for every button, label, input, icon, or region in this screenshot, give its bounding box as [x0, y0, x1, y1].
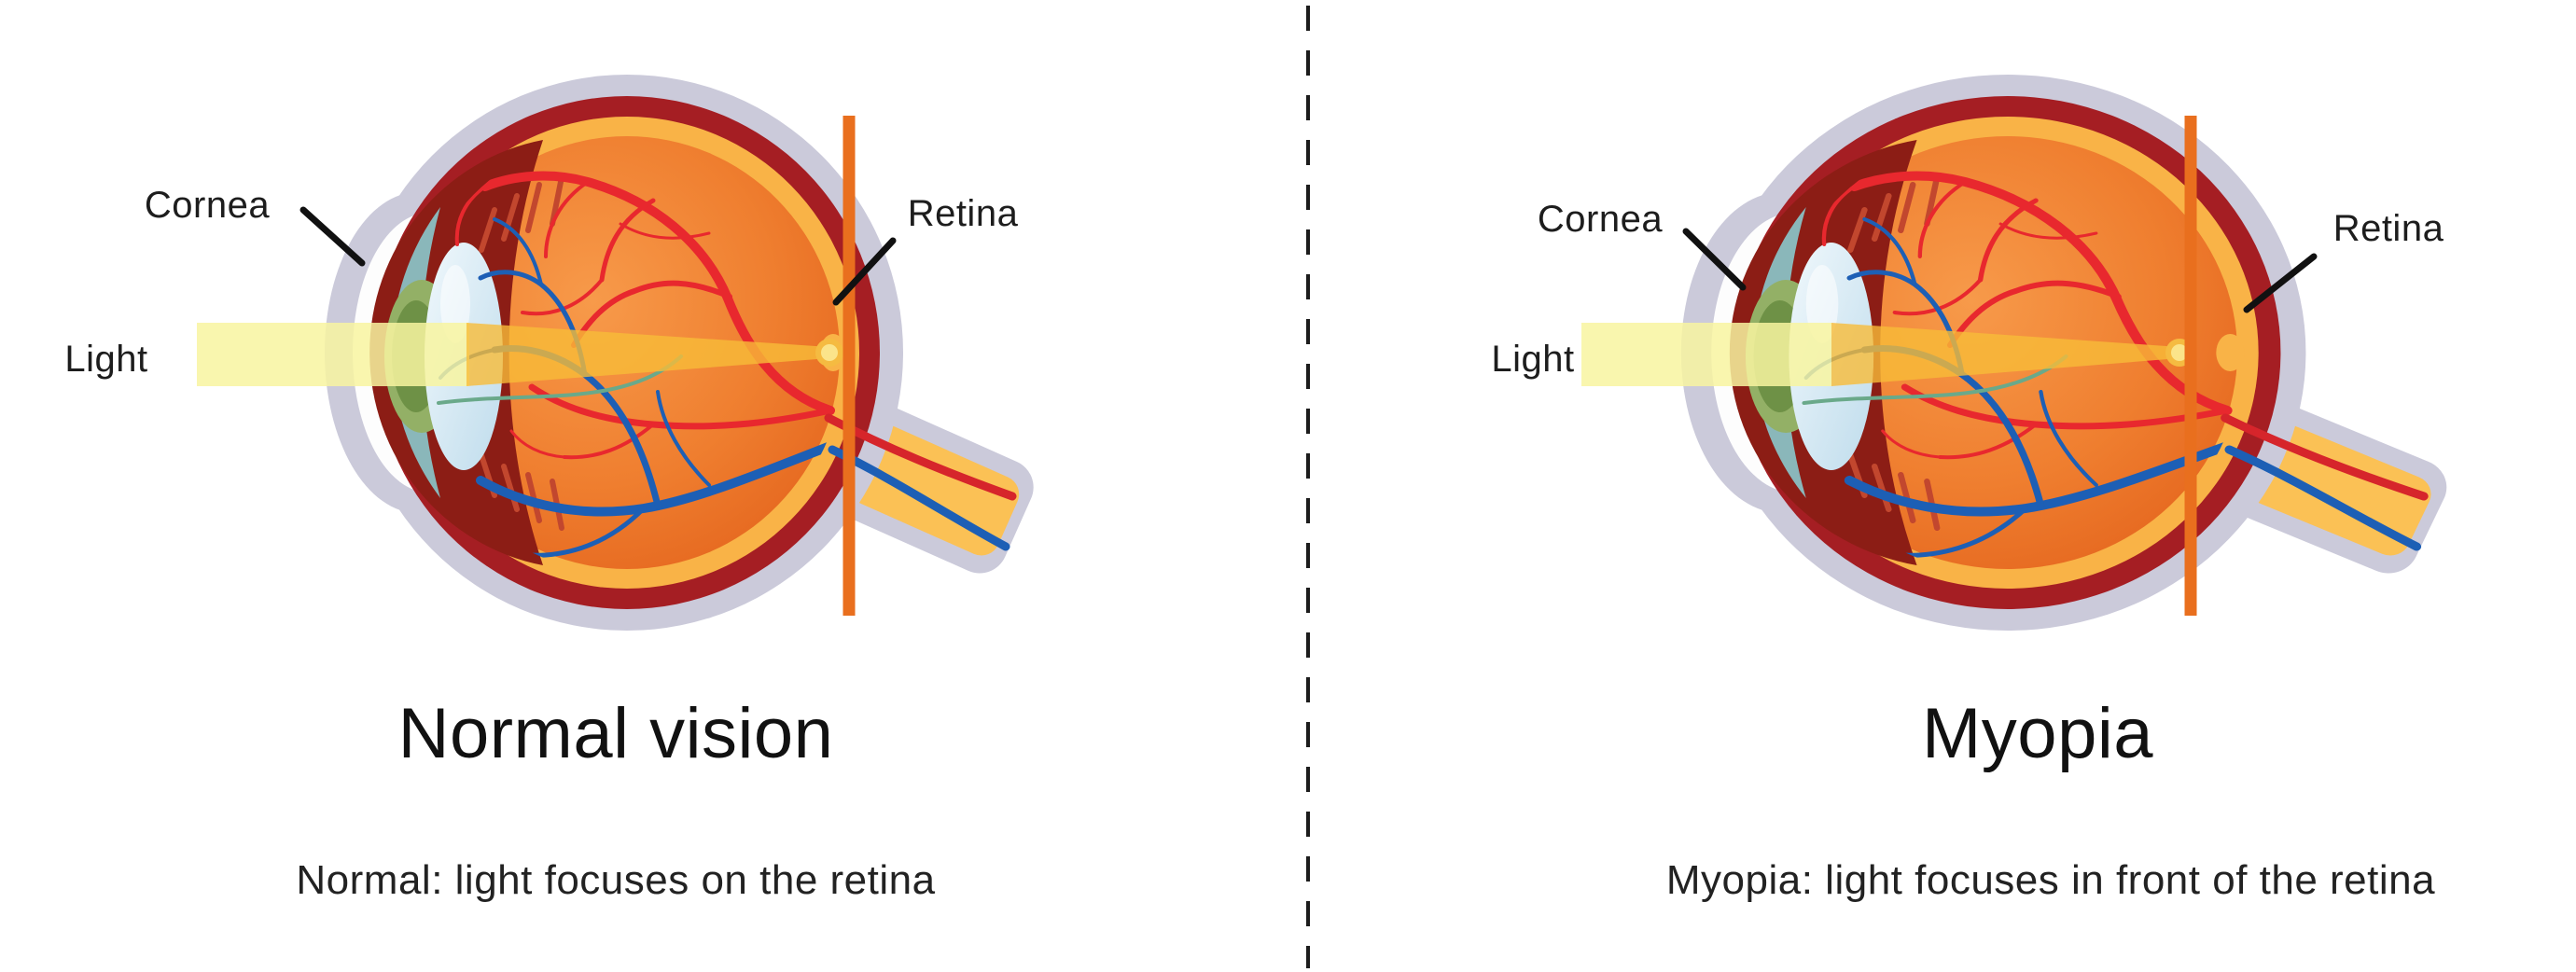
focus-cone-normal: [466, 323, 829, 386]
retina-pointer-left: [832, 237, 897, 306]
focal-point-core-normal: [821, 344, 838, 361]
light-label-right: Light: [1491, 339, 1574, 380]
cornea-pointer-left: [299, 206, 366, 267]
focal-point-core-myopia: [2171, 344, 2188, 361]
title-myopia: Myopia: [1922, 694, 2153, 773]
cornea-label-left: Cornea: [145, 185, 270, 226]
light-beam-myopia: [1581, 323, 1831, 386]
cornea-pointer-right: [1682, 228, 1747, 291]
retina-label-right: Retina: [2333, 208, 2444, 249]
cornea-label-right: Cornea: [1538, 199, 1663, 240]
retina-label-left: Retina: [908, 193, 1019, 234]
light-beam-normal: [197, 323, 469, 386]
panel-myopia: Cornea Light Retina Myopia Myopia: light…: [1491, 75, 2456, 903]
caption-myopia: Myopia: light focuses in front of the re…: [1666, 857, 2435, 903]
caption-normal-vision: Normal: light focuses on the retina: [296, 857, 935, 903]
title-normal-vision: Normal vision: [398, 694, 834, 773]
light-label-left: Light: [64, 339, 147, 380]
focus-cone-myopia: [1831, 323, 2179, 386]
retina-pointer-right: [2243, 253, 2318, 313]
panel-normal-vision: Cornea Light Retina Normal vision Normal…: [64, 75, 1042, 903]
